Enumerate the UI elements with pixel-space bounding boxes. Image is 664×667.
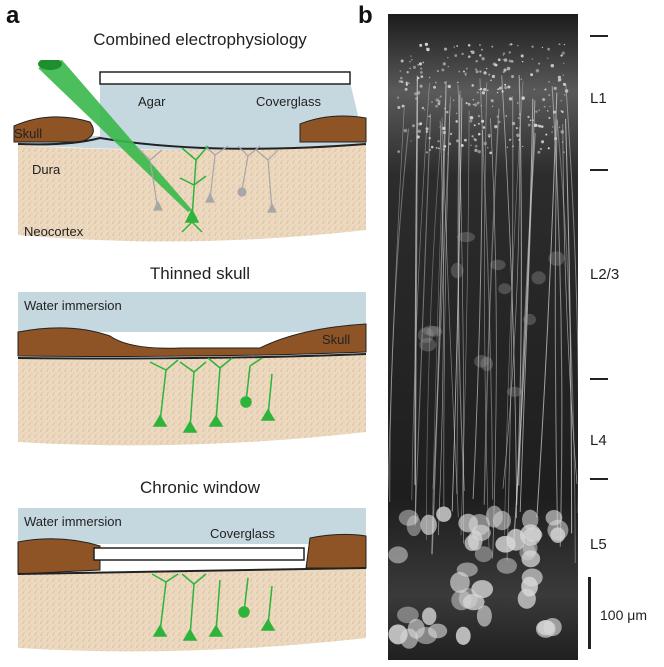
layer-label-l4: L4 (590, 432, 607, 449)
coverglass-label: Coverglass (256, 94, 322, 109)
diagram-thinned-skull: Water immersion Skull (10, 292, 370, 460)
two-photon-image (388, 14, 578, 660)
diagram-chronic-window: Water immersion Coverglass (10, 508, 370, 660)
water-immersion-label-2: Water immersion (24, 298, 122, 313)
scale-bar (588, 577, 591, 649)
neocortex-label: Neocortex (24, 224, 84, 239)
skull-label-2: Skull (322, 332, 350, 347)
diagram-3-title: Chronic window (30, 478, 370, 498)
skull-label: Skull (14, 126, 42, 141)
coverglass-3 (94, 548, 304, 560)
dura-label: Dura (32, 162, 61, 177)
layer-tick-2 (590, 169, 608, 171)
layer-label-l1: L1 (590, 90, 607, 107)
panel-b-letter: b (358, 2, 373, 30)
skull-left-3 (18, 539, 100, 574)
diagram-1-title: Combined electrophysiology (30, 30, 370, 50)
layer-tick-1 (590, 35, 608, 37)
diagram-2-title: Thinned skull (30, 264, 370, 284)
scale-bar-label: 100 μm (600, 607, 647, 623)
panel-a-letter: a (6, 2, 19, 30)
water-immersion-label-3: Water immersion (24, 514, 122, 529)
layer-tick-3 (590, 378, 608, 380)
layer-tick-4 (590, 478, 608, 480)
layer-label-l5: L5 (590, 536, 607, 553)
coverglass-label-3: Coverglass (210, 526, 276, 541)
coverglass (100, 72, 350, 84)
skull-right-3 (306, 534, 366, 568)
agar-label: Agar (138, 94, 166, 109)
diagram-combined-electrophysiology: Agar Coverglass Skull Dura Neocortex (10, 60, 370, 260)
layer-label-l23: L2/3 (590, 266, 619, 283)
